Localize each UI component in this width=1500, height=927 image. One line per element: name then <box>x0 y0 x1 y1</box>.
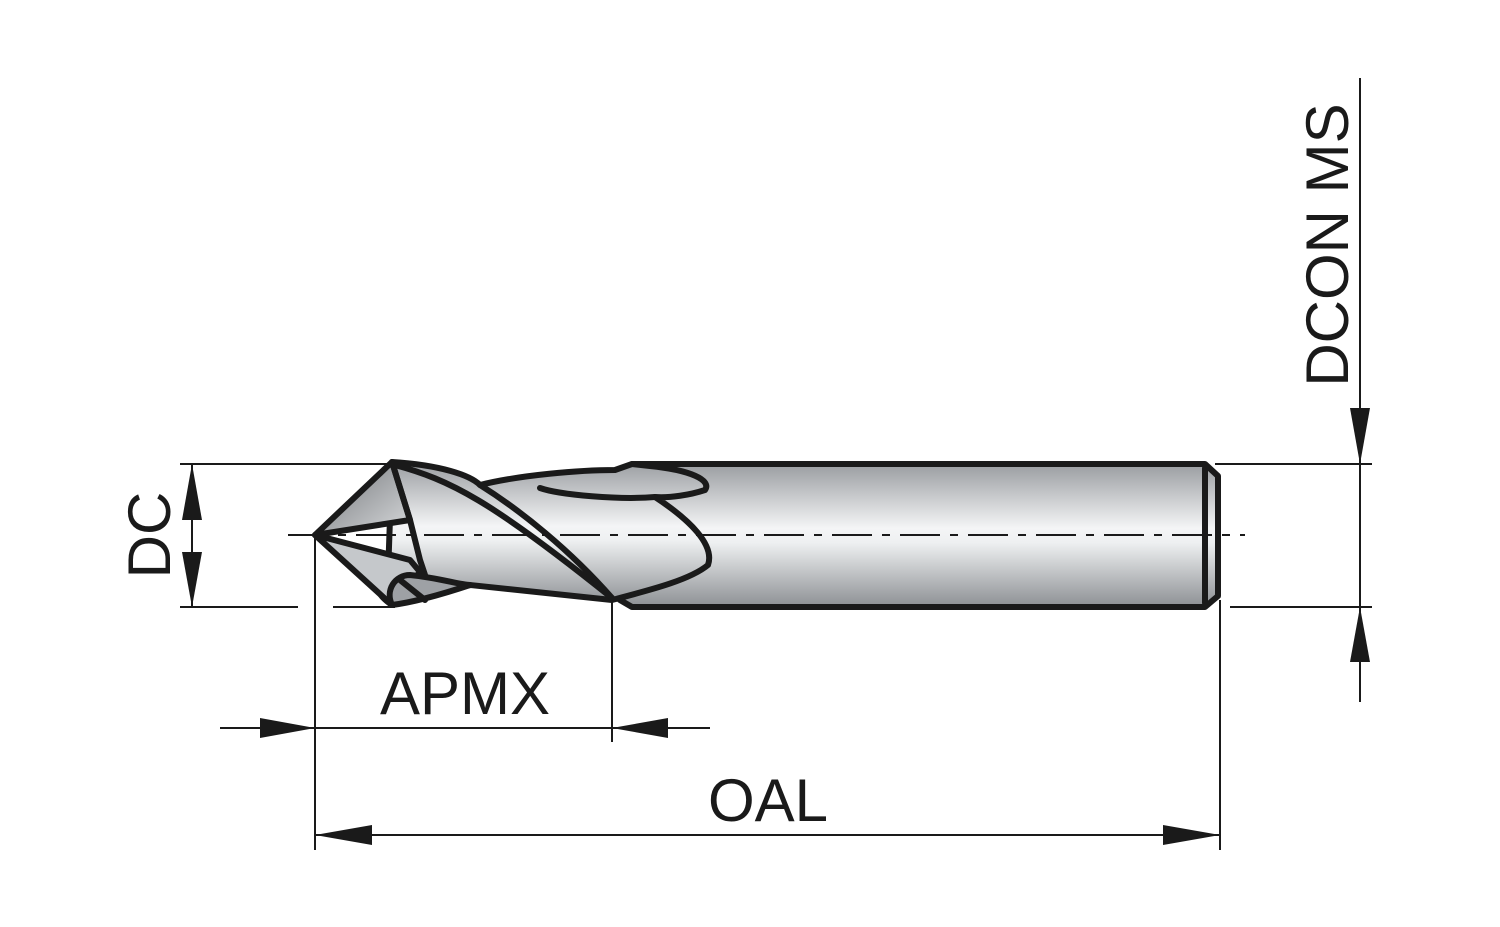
end-mill-tool <box>312 459 1221 610</box>
oal-label: OAL <box>708 767 828 834</box>
dc-dimension: DC <box>116 464 202 607</box>
dcon-ms-dimension: DCON MS <box>1294 78 1370 702</box>
helix-3 <box>537 485 658 501</box>
apmx-dimension: APMX <box>220 660 710 738</box>
apmx-label: APMX <box>380 660 550 727</box>
flute-edge <box>389 459 428 578</box>
helix-2 <box>477 482 615 601</box>
oal-dimension: OAL <box>315 767 1220 845</box>
dcon-ms-label: DCON MS <box>1294 103 1361 386</box>
helix-1 <box>392 462 615 601</box>
extension-lines <box>180 463 1372 850</box>
dc-label: DC <box>116 492 183 579</box>
